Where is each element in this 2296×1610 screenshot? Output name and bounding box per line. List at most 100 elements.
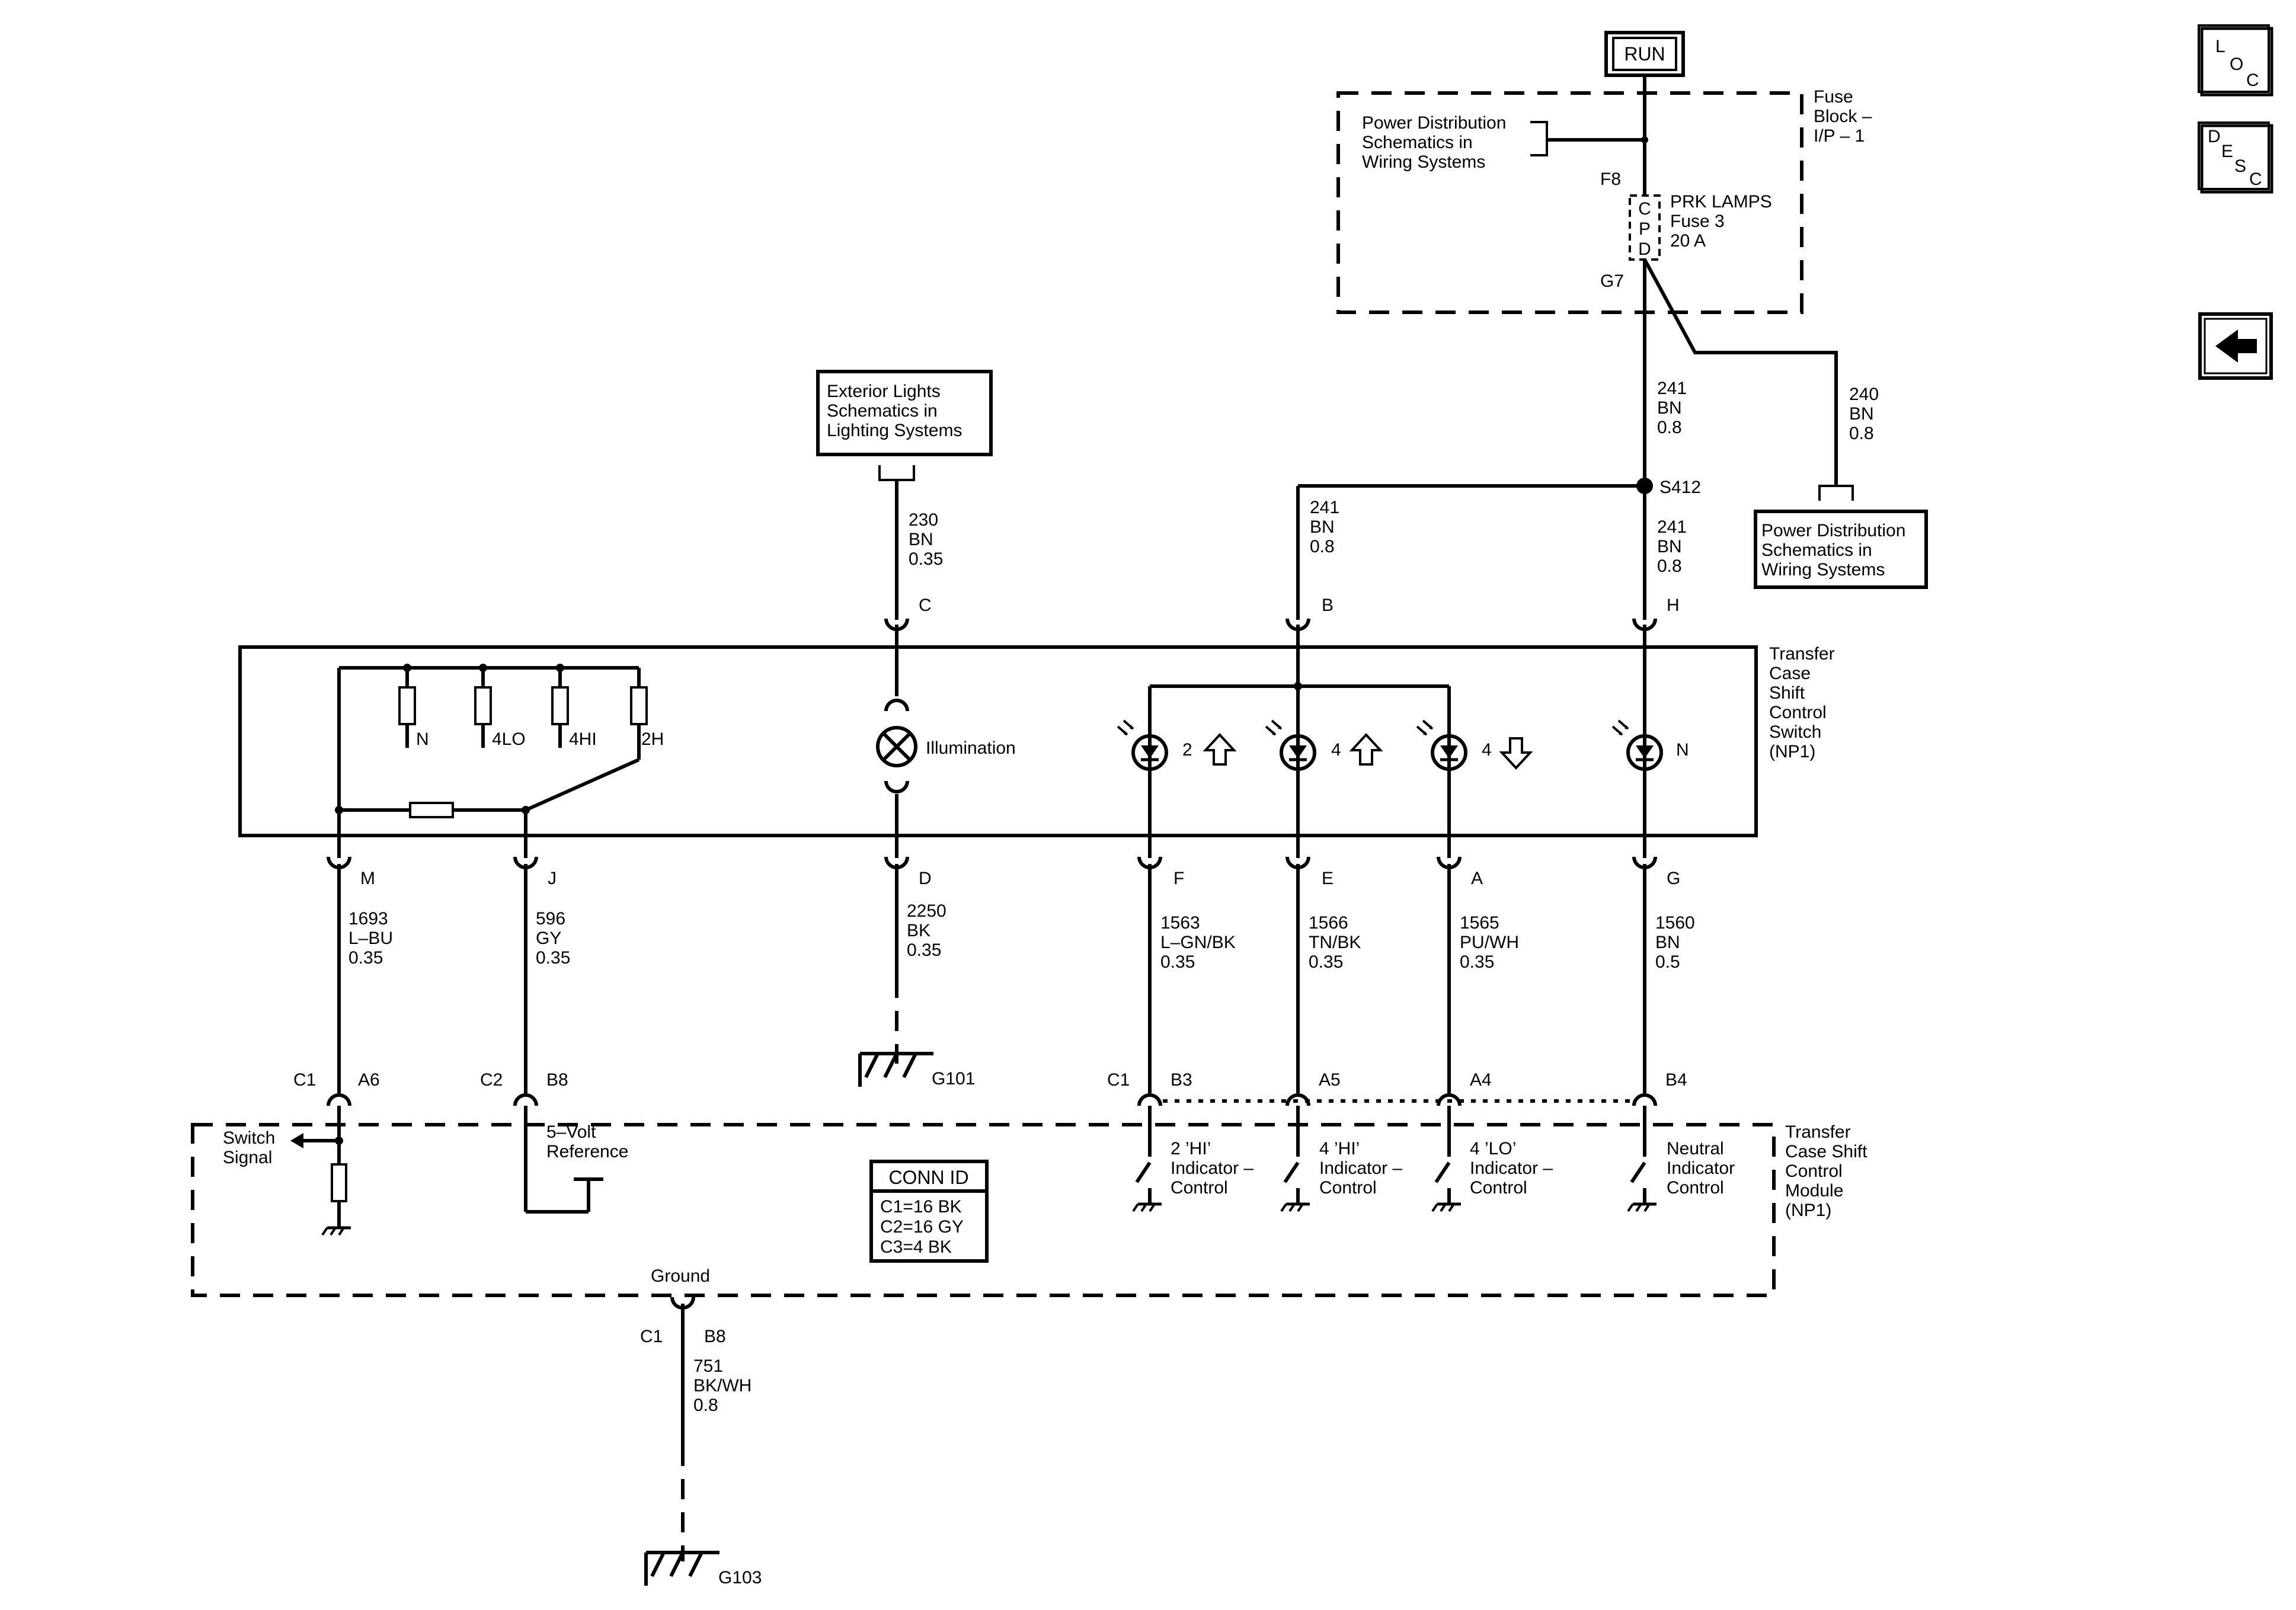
svg-text:241: 241 [1657,379,1687,398]
led-4lo-indicator [1416,719,1531,769]
svg-text:Transfer: Transfer [1785,1122,1851,1142]
indicator-4lo-control-switch [1432,1106,1461,1211]
led-4hi-label: 4 [1331,740,1341,760]
svg-text:0.35: 0.35 [1460,952,1494,972]
pin-h-label: H [1667,596,1680,615]
back-button[interactable] [2198,312,2273,380]
svg-text:0.35: 0.35 [1160,952,1195,972]
svg-text:PRK LAMPS: PRK LAMPS [1670,192,1772,212]
svg-text:Schematics in: Schematics in [1761,540,1872,560]
pin-d-label: D [919,869,932,888]
svg-text:0.35: 0.35 [909,549,943,569]
svg-text:BN: BN [1310,517,1335,537]
led-n-label: N [1676,740,1689,760]
svg-text:O: O [2230,55,2243,74]
wire-240 [1643,258,1838,486]
svg-text:1566: 1566 [1309,913,1348,933]
indicator-neutral-control-switch [1628,1106,1657,1211]
module-label: Transfer Case Shift Control Module (NP1) [1785,1122,1868,1220]
svg-text:C: C [2246,71,2259,90]
svg-text:0.5: 0.5 [1655,952,1680,972]
svg-text:Case Shift: Case Shift [1785,1142,1868,1161]
fuse-pin-f8: F8 [1600,169,1621,189]
svg-text:241: 241 [1310,498,1339,517]
svg-text:E: E [2221,142,2233,161]
svg-text:Control: Control [1470,1178,1527,1198]
pin-a5-label: A5 [1319,1070,1341,1090]
svg-text:BN: BN [1655,933,1680,952]
svg-text:BK/WH: BK/WH [693,1376,752,1395]
svg-text:4 ’HI’: 4 ’HI’ [1319,1139,1360,1158]
svg-text:0.35: 0.35 [907,940,941,960]
pin-a-label: A [1471,869,1483,888]
svg-text:241: 241 [1657,517,1687,537]
svg-text:Indicator –: Indicator – [1319,1158,1402,1178]
pin-f-label: F [1173,869,1184,888]
svg-text:Wiring Systems: Wiring Systems [1362,152,1485,172]
connector-c1-b3 [1139,1095,1160,1106]
svg-text:2 ’HI’: 2 ’HI’ [1171,1139,1211,1158]
pin-m-label: M [360,869,375,888]
pin-b-label: B [1322,596,1334,615]
svg-text:C2=16 GY: C2=16 GY [880,1217,964,1237]
svg-text:Lighting Systems: Lighting Systems [827,421,962,440]
svg-text:TN/BK: TN/BK [1309,933,1361,952]
svg-text:2250: 2250 [907,901,946,921]
svg-text:Schematics in: Schematics in [827,401,938,421]
switch-label: Transfer Case Shift Control Switch (NP1) [1769,644,1835,761]
svg-text:0.35: 0.35 [348,948,383,968]
exterior-lights-reference[interactable]: Exterior Lights Schematics in Lighting S… [816,370,993,456]
wire-1560-label: 1560 BN 0.5 [1655,913,1695,972]
position-2h-label: 2H [641,729,664,749]
pin-g-label: G [1667,869,1680,888]
back-arrow-icon [2215,329,2257,363]
ground-g103-label: G103 [718,1568,762,1587]
svg-text:0.35: 0.35 [1309,952,1343,972]
ground-g101-label: G101 [932,1069,975,1089]
pin-a4-label: A4 [1470,1070,1492,1090]
svg-text:C3=4 BK: C3=4 BK [880,1237,952,1257]
run-text: RUN [1624,43,1665,65]
svg-text:S: S [2234,156,2246,176]
svg-text:D: D [1638,239,1651,259]
fuse-block-label: Fuse Block – I/P – 1 [1814,87,1872,146]
svg-text:Module: Module [1785,1181,1843,1201]
wire-1693-label: 1693 L–BU 0.35 [348,909,393,968]
power-distribution-reference-2[interactable]: Power Distribution Schematics in Wiring … [1754,510,1928,589]
power-distribution-reference-1[interactable]: Power Distribution Schematics in Wiring … [1362,113,1648,172]
svg-text:Wiring Systems: Wiring Systems [1761,560,1885,580]
svg-text:(NP1): (NP1) [1769,742,1815,761]
svg-text:BN: BN [1657,398,1682,418]
svg-text:C: C [1638,199,1651,219]
svg-text:1560: 1560 [1655,913,1695,933]
svg-text:1563: 1563 [1160,913,1200,933]
loc-button[interactable]: L O C [2198,24,2273,97]
svg-text:20 A: 20 A [1670,231,1706,251]
wire-241-label-b: 241 BN 0.8 [1310,498,1339,556]
wire-1566-label: 1566 TN/BK 0.35 [1309,913,1361,972]
svg-text:4 ’LO’: 4 ’LO’ [1470,1139,1516,1158]
svg-text:751: 751 [693,1356,723,1376]
led-4lo-label: 4 [1482,740,1492,760]
arrow-up-icon [1351,734,1382,766]
led-2hi-indicator [1117,719,1235,769]
connector-c2-b8 [515,1095,536,1106]
wire-241-label-top: 241 BN 0.8 [1657,379,1687,437]
svg-text:C: C [2249,169,2262,189]
switch-signal-circuit [290,1106,351,1235]
arrow-up-icon [1204,734,1235,766]
svg-text:Indicator –: Indicator – [1171,1158,1253,1178]
svg-text:Exterior Lights: Exterior Lights [827,382,941,401]
svg-text:CONN ID: CONN ID [888,1167,968,1188]
mode-selector-network [335,664,648,858]
desc-button[interactable]: D E S C [2198,121,2273,194]
indicator-4lo-label: 4 ’LO’ Indicator – Control [1470,1139,1553,1198]
svg-text:BN: BN [909,530,933,549]
five-volt-reference-label: 5–Volt [546,1122,596,1142]
svg-text:PU/WH: PU/WH [1460,933,1519,952]
fuse-prk-lamps: C P D PRK LAMPS Fuse 3 20 A [1629,192,1772,261]
connector-c1-a6 [328,1095,350,1106]
led-neutral-indicator [1611,719,1661,769]
svg-text:0.8: 0.8 [1657,556,1682,576]
svg-text:Block –: Block – [1814,107,1872,126]
